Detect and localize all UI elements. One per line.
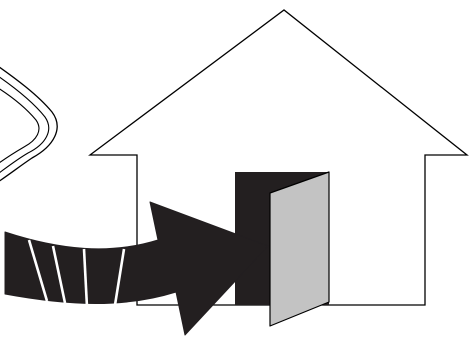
device-edge-icon [0, 64, 57, 184]
open-door-icon [270, 172, 329, 326]
